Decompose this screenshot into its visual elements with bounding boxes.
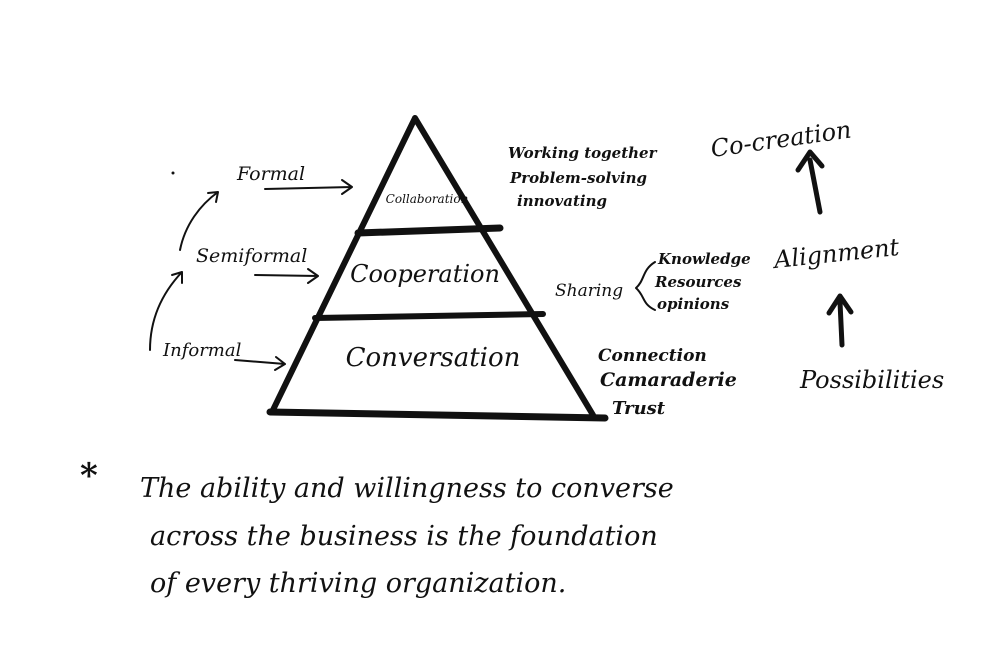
footnote-asterisk: * — [80, 456, 98, 496]
note-working-together: Working together — [508, 144, 658, 162]
arrow-curve-semiformal-to-formal — [179, 191, 219, 251]
arrow-semiformal-to-cooperation — [254, 268, 319, 284]
footnote-line-2: across the business is the foundation — [150, 521, 658, 552]
tier-label-collaboration: Collaboration — [386, 192, 469, 206]
level-label-semiformal: Semiformal — [196, 245, 307, 267]
pyramid-divider-middle — [312, 311, 546, 321]
note-opinions: opinions — [657, 295, 730, 313]
formality-levels: Formal Semiformal Informal — [149, 163, 353, 371]
pyramid-base-line — [266, 408, 609, 422]
footnote: * The ability and willingness to convers… — [80, 456, 674, 599]
note-resources: Resources — [654, 273, 742, 291]
arrow-alignment-to-co-creation — [795, 149, 825, 215]
arrow-informal-to-conversation — [234, 356, 286, 371]
note-sharing: Sharing — [555, 281, 623, 301]
note-camaraderie: Camaraderie — [600, 369, 737, 391]
arrow-possibilities-to-alignment — [826, 293, 854, 348]
note-innovating: innovating — [517, 192, 607, 210]
pyramid-outline — [269, 115, 596, 418]
note-connection: Connection — [598, 346, 707, 366]
note-problem-solving: Problem-solving — [509, 169, 647, 187]
tier-label-conversation: Conversation — [346, 343, 521, 373]
label-possibilities: Possibilities — [799, 366, 944, 394]
footnote-line-1: The ability and willingness to converse — [140, 473, 674, 504]
pyramid: Collaboration Cooperation Conversation — [266, 115, 609, 422]
arrow-formal-to-collaboration — [264, 179, 353, 195]
label-alignment: Alignment — [771, 233, 901, 274]
conversation-notes: Connection Camaraderie Trust — [598, 346, 737, 419]
arrow-curve-informal-to-semiformal — [149, 271, 183, 351]
note-trust: Trust — [612, 398, 666, 419]
collaboration-notes: Working together Problem-solving innovat… — [508, 144, 658, 210]
label-co-creation: Co-creation — [709, 116, 853, 163]
brace-sharing — [635, 261, 656, 311]
level-label-formal: Formal — [236, 163, 305, 185]
pyramid-divider-top — [354, 224, 504, 237]
stray-dot — [171, 171, 175, 175]
level-label-informal: Informal — [162, 340, 242, 361]
cooperation-notes: Sharing Knowledge Resources opinions — [555, 250, 751, 313]
footnote-line-3: of every thriving organization. — [150, 568, 566, 599]
note-knowledge: Knowledge — [657, 250, 751, 268]
tier-label-cooperation: Cooperation — [350, 260, 500, 288]
